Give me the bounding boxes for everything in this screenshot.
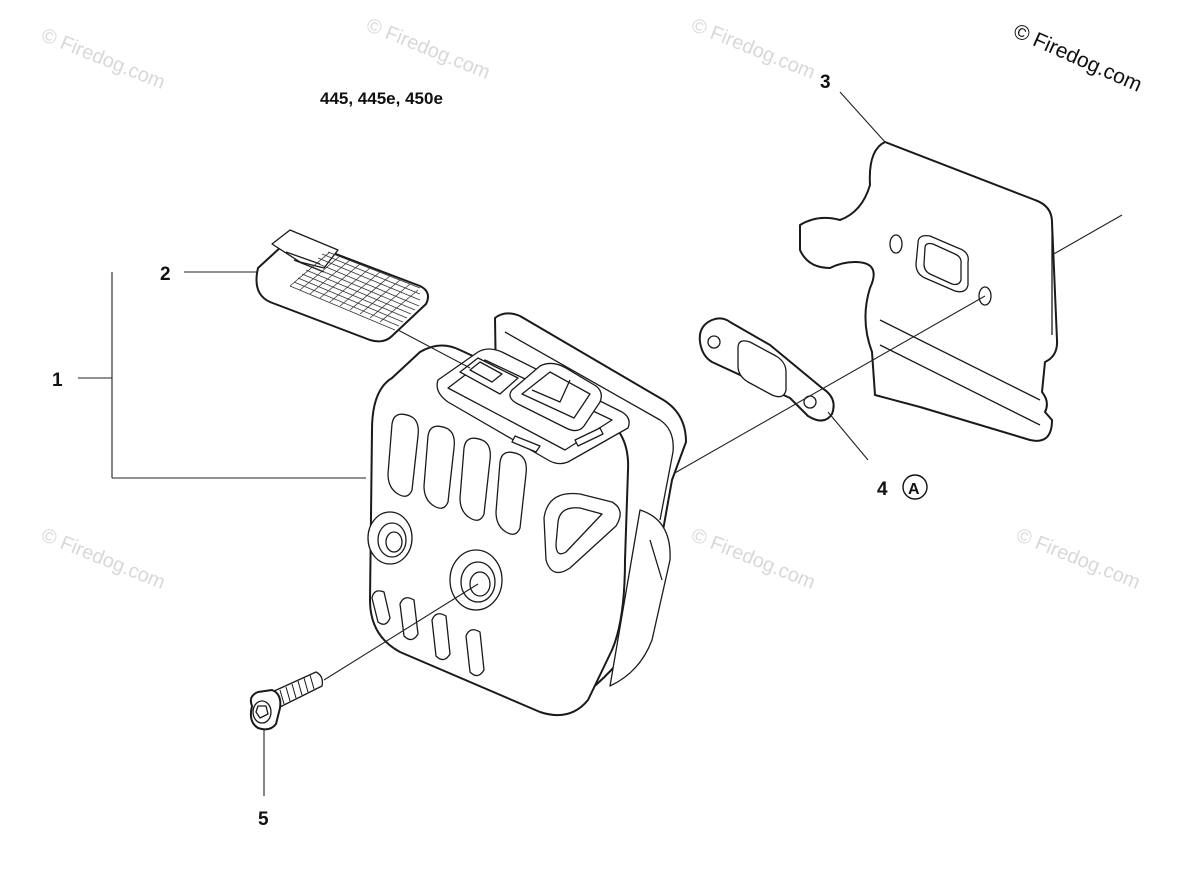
- part-4-gasket: [698, 317, 869, 461]
- watermark: © Firedog.com: [688, 524, 818, 594]
- part-2-screen: [184, 229, 471, 369]
- watermark: © Firedog.com: [363, 14, 493, 84]
- part-3-heat-shield: [799, 91, 1123, 442]
- assembly-line-bolt: [672, 295, 986, 475]
- callout-1: 1: [52, 370, 63, 391]
- callout-2: 2: [160, 264, 171, 285]
- callout-5: 5: [258, 809, 269, 830]
- model-label: 445, 445e, 450e: [320, 89, 443, 108]
- callout-4: 4: [877, 479, 888, 500]
- watermark: © Firedog.com: [688, 14, 818, 84]
- watermark: © Firedog.com: [38, 24, 168, 94]
- copyright-notice: © Firedog.com: [1010, 20, 1145, 97]
- callout-4-marker: A: [908, 481, 920, 498]
- part-5-bolt: [249, 583, 479, 796]
- part-1-muffler: [78, 272, 687, 716]
- watermark: © Firedog.com: [38, 524, 168, 594]
- reference-marker-circle: [902, 474, 928, 500]
- callout-3: 3: [820, 72, 831, 93]
- watermark: © Firedog.com: [1013, 524, 1143, 594]
